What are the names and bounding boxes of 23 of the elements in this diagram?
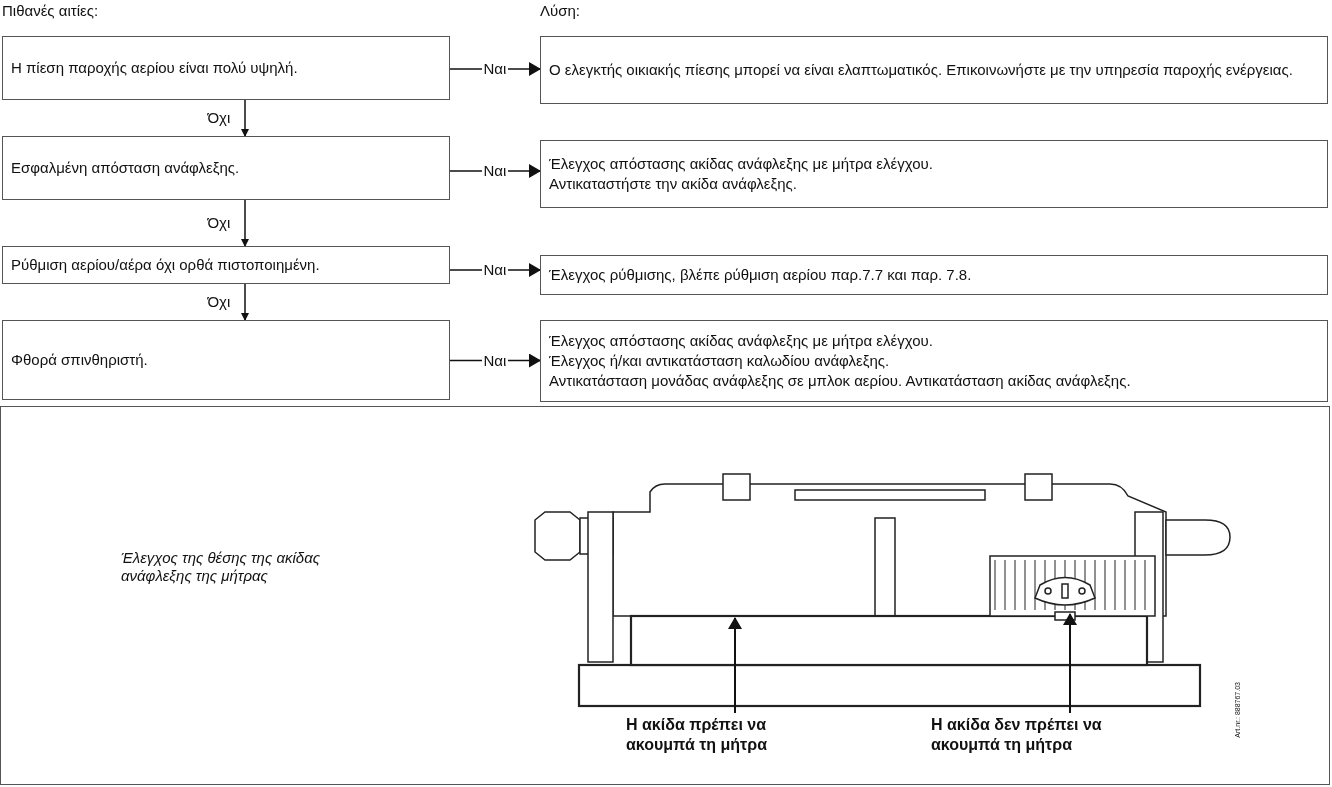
column-heading: Λύση: (540, 2, 580, 19)
leader-text: Η ακίδα δεν πρέπει να ακουμπά τη μήτρα (931, 715, 1171, 759)
arrow (241, 99, 249, 137)
solution-text: Έλεγχος ή/και αντικατάσταση καλωδίου ανάφλεξης. (549, 351, 891, 371)
solution-text: Αντικατάσταση μονάδας ανάφλεξης σε μπλοκ αερίου. Αντικατάσταση ακίδας ανάφλεξης. (549, 371, 1132, 391)
cause-box: Η πίεση παροχής αερίου είναι πολύ υψηλή. (2, 36, 450, 100)
arrow (241, 283, 249, 321)
column-heading: Πιθανές αιτίες: (2, 2, 99, 19)
cause-box: Ρύθμιση αερίου/αέρα όχι ορθά πιστοποιημένη. (2, 246, 450, 284)
caption-text: Έλεγχος της θέσης της ακίδας ανάφλεξης της μήτρας (121, 549, 321, 585)
solution-box: Ο ελεγκτής οικιακής πίεσης μπορεί να είναι ελαπτωματικός. Επικοινωνήστε με την υπηρεσία παροχής ενέργειας. (540, 36, 1328, 104)
solution-text: Αντικαταστήστε την ακίδα ανάφλεξης. (549, 174, 798, 194)
leader-text: Η ακίδα πρέπει να ακουμπά τη μήτρα (626, 715, 826, 759)
arrow (241, 199, 249, 247)
solution-box (540, 320, 1328, 402)
solution-box (540, 140, 1328, 208)
solution-box: Έλεγχος ρύθμισης, βλέπε ρύθμιση αερίου παρ.7.7 και παρ. 7.8. (540, 255, 1328, 295)
cause-box: Εσφαλμένη απόσταση ανάφλεξης. (2, 136, 450, 200)
leader-line (728, 617, 742, 714)
solution-text: Έλεγχος απόστασης ακίδας ανάφλεξης με μήτρα ελέγχου. (549, 154, 934, 174)
solution-text: Έλεγχος απόστασης ακίδας ανάφλεξης με μήτρα ελέγχου. (549, 331, 934, 351)
leader-line (1063, 613, 1077, 714)
cause-box: Φθορά σπινθηριστή. (2, 320, 450, 400)
